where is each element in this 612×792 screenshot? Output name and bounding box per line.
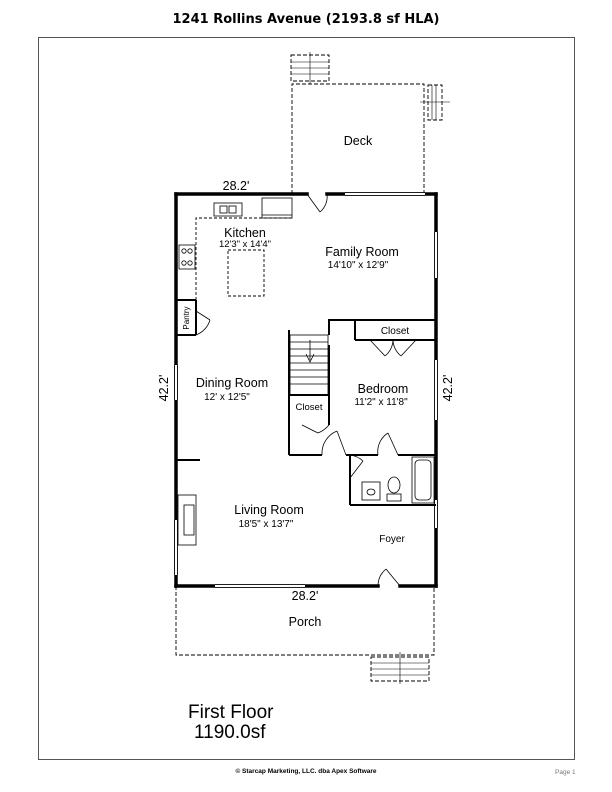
bedroom-label: Bedroom bbox=[358, 382, 409, 396]
dimension-top: 28.2' bbox=[223, 179, 250, 193]
deck-steps bbox=[291, 52, 450, 120]
deck-label: Deck bbox=[344, 134, 373, 148]
page-number: Page 1 bbox=[555, 769, 576, 776]
doors bbox=[195, 193, 417, 587]
kitchen-dims: 12'3" x 14'4" bbox=[219, 239, 271, 250]
living-room-label: Living Room bbox=[234, 503, 303, 517]
deck bbox=[290, 54, 443, 194]
kitchen-label: Kitchen bbox=[224, 226, 266, 240]
stairs bbox=[289, 334, 329, 396]
family-room-label: Family Room bbox=[325, 245, 399, 259]
bathtub bbox=[411, 456, 435, 504]
living-room-dims: 18'5" x 13'7" bbox=[239, 519, 294, 530]
window-frames bbox=[174, 192, 438, 588]
pantry-label: Pantry bbox=[182, 306, 191, 329]
closet-upper-label: Closet bbox=[381, 326, 410, 337]
fireplace bbox=[177, 494, 197, 546]
closet-stair-label: Closet bbox=[296, 402, 323, 413]
dimension-bottom: 28.2' bbox=[292, 589, 319, 603]
floor-name: First Floor bbox=[188, 702, 274, 723]
kitchen-sink bbox=[213, 202, 243, 217]
stove bbox=[178, 244, 196, 270]
page-title: 1241 Rollins Avenue (2193.8 sf HLA) bbox=[172, 12, 440, 27]
copyright-text: © Starcap Marketing, LLC. dba Apex Softw… bbox=[235, 768, 377, 775]
floor-area: 1190.0sf bbox=[194, 722, 266, 743]
porch-label: Porch bbox=[289, 615, 322, 629]
foyer-label: Foyer bbox=[379, 534, 405, 545]
bedroom-dims: 11'2" x 11'8" bbox=[354, 397, 408, 408]
dimension-left: 42.2' bbox=[157, 375, 171, 402]
drawing-frame bbox=[38, 37, 575, 760]
toilet bbox=[386, 476, 402, 502]
dining-room-label: Dining Room bbox=[196, 376, 268, 390]
kitchen-cabinets bbox=[195, 217, 292, 300]
dining-room-dims: 12' x 12'5" bbox=[204, 392, 250, 403]
dimension-right: 42.2' bbox=[441, 375, 455, 402]
dishwasher bbox=[261, 197, 293, 219]
porch-steps bbox=[371, 652, 429, 684]
windows bbox=[175, 193, 437, 587]
vanity bbox=[361, 481, 381, 501]
interior-walls bbox=[176, 299, 436, 506]
family-room-dims: 14'10" x 12'9" bbox=[328, 260, 389, 271]
